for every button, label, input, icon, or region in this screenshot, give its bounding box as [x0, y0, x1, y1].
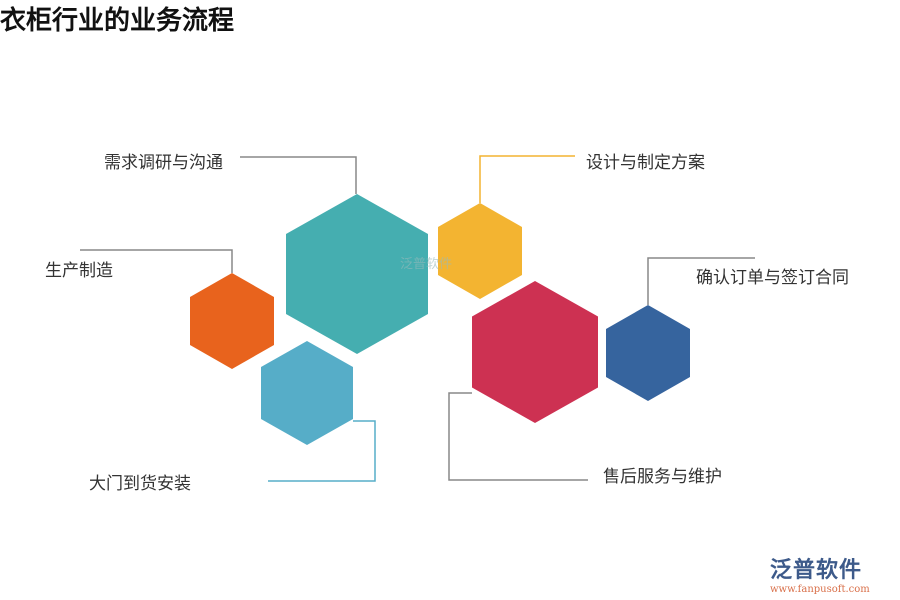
label-confirm: 确认订单与签订合同 — [696, 268, 849, 288]
connector-production — [80, 249, 233, 273]
hexagon-step-5 — [472, 281, 598, 423]
hexagon-step-2 — [438, 203, 522, 299]
page-title: 衣柜行业的业务流程 — [0, 6, 235, 36]
logo-url: www.fanpusoft.com — [770, 584, 870, 595]
logo: 泛普软件 www.fanpusoft.com — [770, 552, 895, 595]
hexagon-step-6 — [606, 305, 690, 401]
connector-confirm — [647, 257, 755, 305]
hexagon-step-4 — [261, 341, 353, 445]
label-needs: 需求调研与沟通 — [104, 153, 223, 173]
label-aftersales: 售后服务与维护 — [603, 467, 722, 487]
hexagon-step-3 — [190, 273, 274, 369]
watermark: 泛普软件 — [400, 257, 452, 272]
label-install: 大门到货安装 — [89, 474, 191, 494]
connector-aftersales — [448, 392, 588, 481]
connector-design — [479, 155, 575, 203]
connector-needs — [240, 156, 357, 194]
logo-name: 泛普软件 — [770, 558, 863, 583]
connector-install — [268, 420, 376, 482]
label-design: 设计与制定方案 — [586, 153, 705, 173]
hexagon-step-1 — [286, 194, 428, 354]
label-production: 生产制造 — [45, 261, 113, 281]
